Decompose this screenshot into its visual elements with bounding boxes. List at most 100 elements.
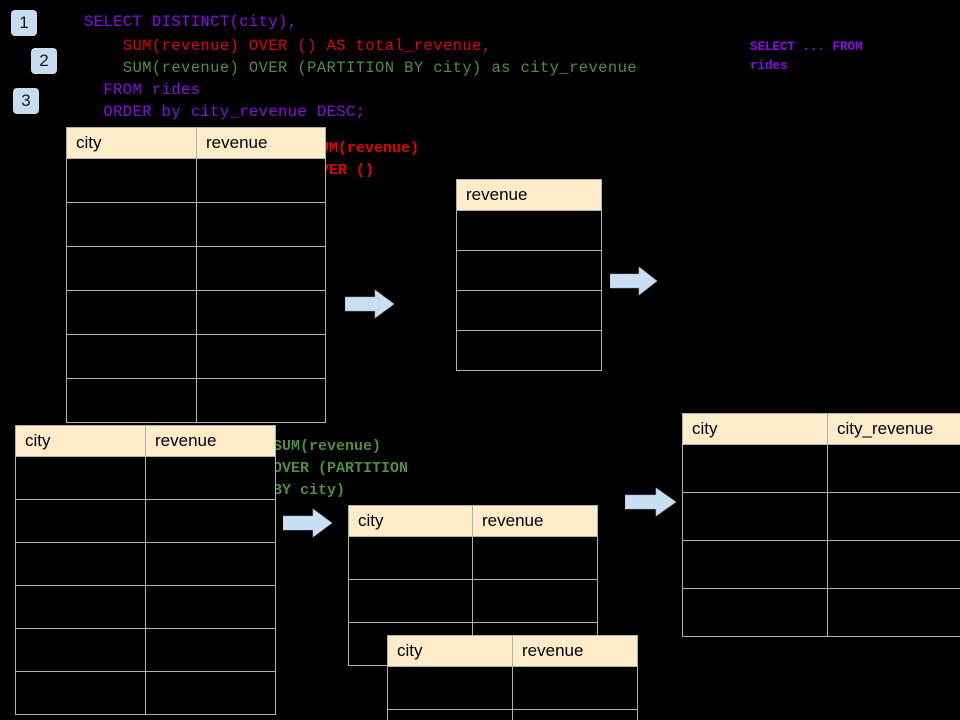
- table-row: [66, 290, 326, 335]
- table-row: [66, 334, 326, 379]
- cell-city: [682, 588, 828, 637]
- cell-revenue: [196, 158, 326, 203]
- sql-line-select: SELECT DISTINCT(city),: [84, 13, 298, 31]
- annot-total-line1: SUM(revenue): [311, 140, 420, 157]
- cell-revenue: [196, 334, 326, 379]
- table-header-row: city revenue: [66, 127, 326, 159]
- side-note-select-line1: SELECT ... FROM: [750, 40, 863, 54]
- cell-revenue: [456, 290, 602, 331]
- column-header-city-revenue: city_revenue: [827, 413, 960, 445]
- table-header-row: city city_revenue: [682, 413, 960, 445]
- annot-partition-line2: OVER (PARTITION: [273, 460, 409, 477]
- table-row: [15, 628, 276, 672]
- step-badge-2: 2: [31, 48, 57, 74]
- column-header-city: city: [348, 505, 473, 537]
- cell-revenue: [196, 246, 326, 291]
- table-row: [66, 246, 326, 291]
- table-row: [15, 542, 276, 586]
- column-header-revenue: revenue: [145, 425, 276, 457]
- table-row: [456, 290, 602, 331]
- rides-source-table-bottom: city revenue: [15, 425, 276, 715]
- cell-revenue: [472, 579, 598, 623]
- table-row: [456, 330, 602, 371]
- cell-city: [66, 290, 197, 335]
- cell-city: [15, 456, 146, 500]
- cell-city: [66, 202, 197, 247]
- arrow-source-to-partition-icon: [283, 508, 333, 538]
- table-row: [15, 585, 276, 629]
- cell-city: [387, 709, 513, 720]
- table-row: [387, 709, 638, 720]
- cell-revenue: [145, 585, 276, 629]
- sql-line-from: FROM rides: [84, 81, 201, 99]
- table-row: [456, 210, 602, 251]
- partition-table-b: city revenue: [387, 635, 638, 720]
- column-header-city: city: [682, 413, 828, 445]
- table-row: [456, 250, 602, 291]
- table-row: [682, 492, 960, 541]
- step-badge-3: 3: [13, 88, 39, 114]
- cell-city: [66, 246, 197, 291]
- column-header-city: city: [387, 635, 513, 667]
- cell-city: [682, 540, 828, 589]
- sql-line-partition: SUM(revenue) OVER (PARTITION BY city) as…: [84, 59, 637, 77]
- cell-revenue: [456, 250, 602, 291]
- cell-city: [15, 542, 146, 586]
- table-row: [682, 588, 960, 637]
- table-header-row: city revenue: [15, 425, 276, 457]
- arrow-partition-to-result-icon: [625, 487, 677, 517]
- cell-revenue: [512, 666, 638, 710]
- cell-city: [387, 666, 513, 710]
- table-row: [66, 158, 326, 203]
- cell-city-revenue: [827, 492, 960, 541]
- cell-city-revenue: [827, 588, 960, 637]
- cell-revenue: [456, 330, 602, 371]
- cell-city: [348, 536, 473, 580]
- cell-city-revenue: [827, 444, 960, 493]
- table-row: [682, 540, 960, 589]
- annot-partition-line1: SUM(revenue): [273, 438, 382, 455]
- cell-revenue: [145, 671, 276, 715]
- cell-city: [15, 585, 146, 629]
- cell-revenue: [456, 210, 602, 251]
- cell-revenue: [472, 536, 598, 580]
- rides-source-table: city revenue: [66, 127, 326, 423]
- table-row: [15, 499, 276, 543]
- table-row: [348, 536, 598, 580]
- sql-line-order: ORDER by city_revenue DESC;: [84, 103, 366, 121]
- column-header-revenue: revenue: [512, 635, 638, 667]
- table-row: [66, 202, 326, 247]
- cell-revenue: [145, 456, 276, 500]
- arrow-total-to-result-icon: [610, 266, 658, 296]
- column-header-city: city: [15, 425, 146, 457]
- cell-city: [15, 671, 146, 715]
- table-header-row: city revenue: [387, 635, 638, 667]
- cell-city: [66, 158, 197, 203]
- annot-partition-line3: BY city): [273, 482, 346, 499]
- cell-revenue: [145, 542, 276, 586]
- table-header-row: revenue: [456, 179, 602, 211]
- table-row: [15, 456, 276, 500]
- cell-city: [682, 444, 828, 493]
- side-note-select-line2: rides: [750, 59, 788, 73]
- result-table: city city_revenue: [682, 413, 960, 637]
- cell-city: [15, 499, 146, 543]
- cell-revenue: [145, 499, 276, 543]
- cell-city: [682, 492, 828, 541]
- sql-line-total: SUM(revenue) OVER () AS total_revenue,: [84, 37, 492, 55]
- cell-city-revenue: [827, 540, 960, 589]
- column-header-city: city: [66, 127, 197, 159]
- total-revenue-table: revenue: [456, 179, 602, 371]
- cell-revenue: [145, 628, 276, 672]
- table-row: [66, 378, 326, 423]
- column-header-revenue: revenue: [196, 127, 326, 159]
- cell-city: [15, 628, 146, 672]
- cell-revenue: [512, 709, 638, 720]
- cell-city: [66, 378, 197, 423]
- table-row: [348, 579, 598, 623]
- cell-revenue: [196, 202, 326, 247]
- cell-city: [348, 579, 473, 623]
- table-row: [387, 666, 638, 710]
- cell-revenue: [196, 378, 326, 423]
